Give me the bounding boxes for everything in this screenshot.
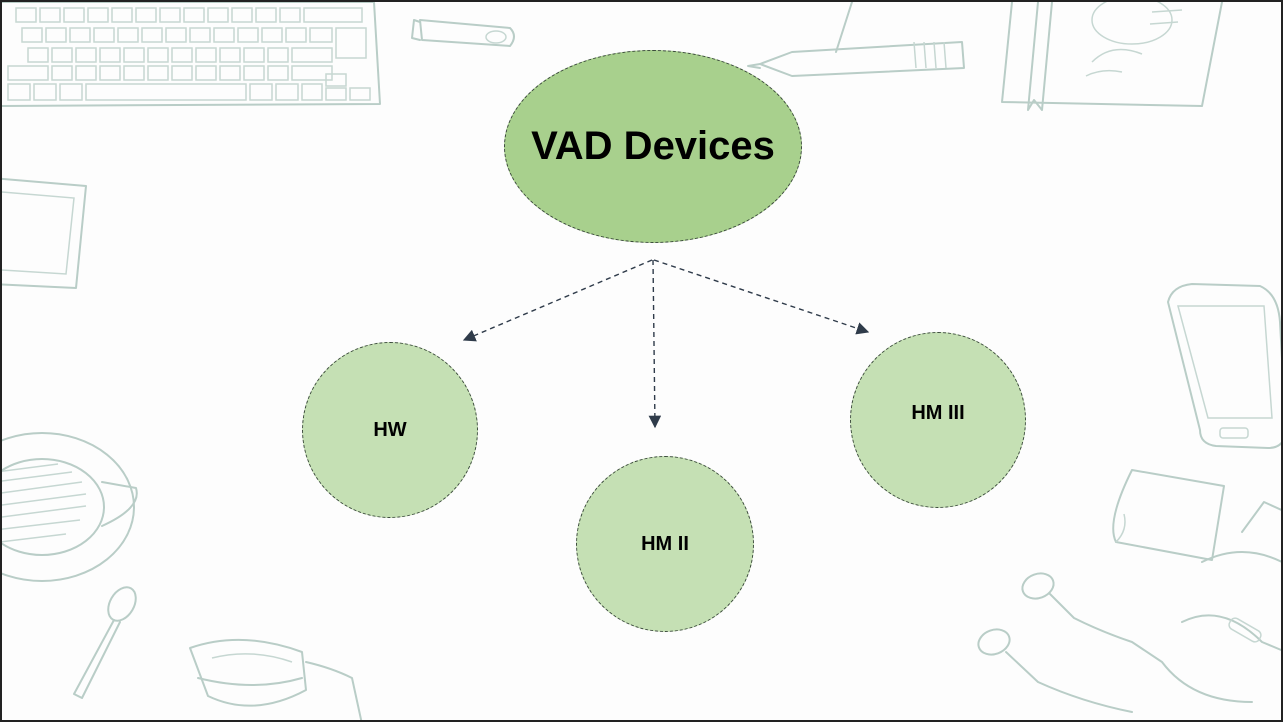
arrow-to-hm2 [648,259,662,429]
child-node-hw: HW [302,342,478,518]
arrow-to-hw [462,259,653,342]
child-node-hm3: HM III [850,332,1026,508]
earphones-icon [977,501,1281,713]
usb-drive-icon [411,19,515,47]
child-node-hm2: HM II [576,456,754,632]
arrow-to-hm3 [653,259,870,335]
tablet-icon [2,177,87,289]
glasses-icon [189,638,363,720]
coffee-cup-icon [2,432,138,582]
child-node-label-hw: HW [373,418,407,441]
spoon-icon [73,586,137,699]
smartphone-icon [1167,283,1281,449]
root-node-vad-devices: VAD Devices [504,50,802,243]
root-node-label: VAD Devices [531,124,775,168]
sticky-note-icon [1112,469,1225,561]
child-node-label-hm3: HM III [911,401,965,424]
notebook-icon [1001,2,1223,111]
child-node-label-hm2: HM II [641,532,689,555]
pen-icon [747,2,965,77]
keyboard-icon [2,2,381,107]
